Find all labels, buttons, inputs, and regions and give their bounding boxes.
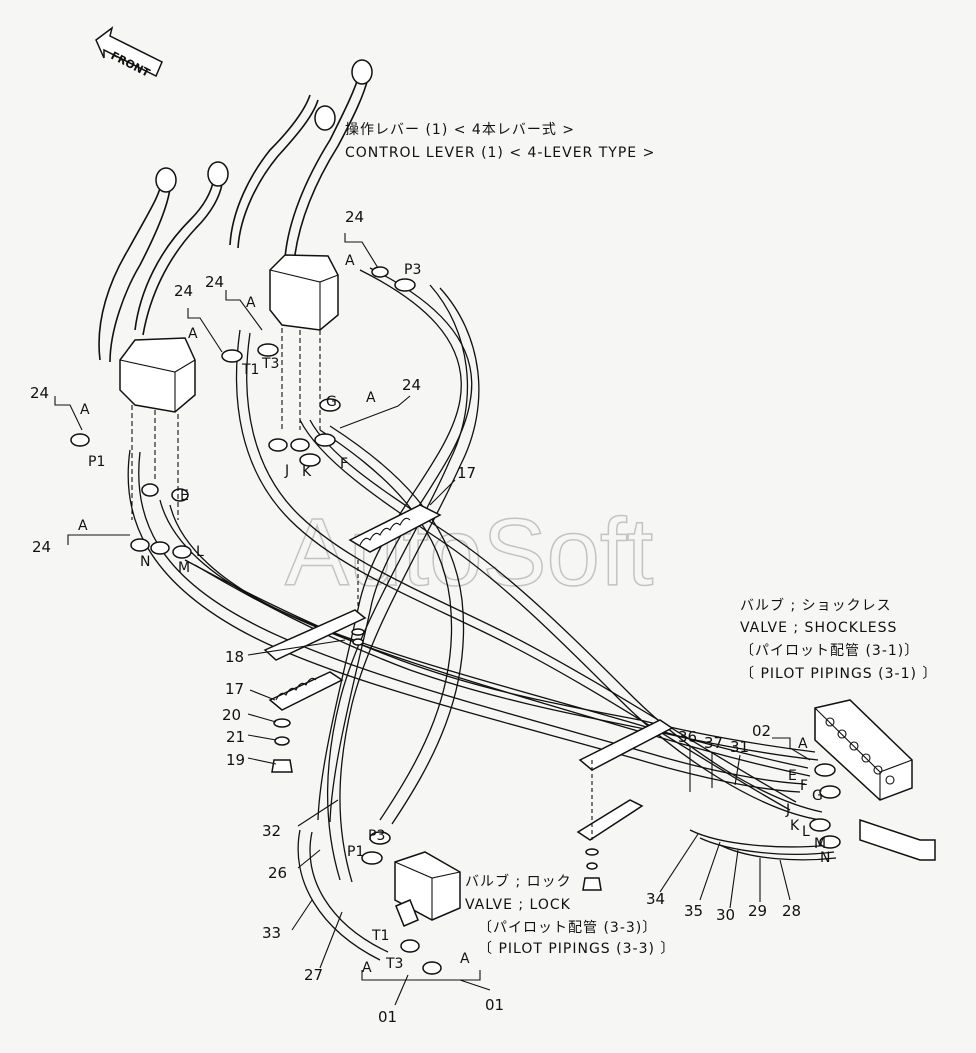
port-letter: N [820, 850, 830, 866]
port-letter: A [362, 960, 372, 976]
lock-caption-en: VALVE ; LOCK [465, 897, 571, 913]
lock-ref-en: 〔 PILOT PIPINGS (3-3) 〕 [478, 941, 675, 957]
bolt-stack-left [271, 718, 293, 773]
port-letter: M [814, 836, 826, 852]
part-number: 37 [704, 734, 723, 752]
part-number: 01 [485, 996, 504, 1014]
part-number: 24 [402, 376, 421, 394]
part-number: 33 [262, 924, 281, 942]
leader-lines [54, 233, 811, 1006]
part-number: 28 [782, 902, 801, 920]
part-number: 27 [304, 966, 323, 984]
port-letter: G [326, 394, 337, 410]
port-letter: A [78, 518, 88, 534]
port-letter: M [178, 560, 190, 576]
part-number: 21 [226, 728, 245, 746]
bolt-stack-center [582, 760, 602, 891]
shockless-valve [814, 699, 936, 861]
port-letter: L [196, 544, 204, 560]
port-letter: A [188, 326, 198, 342]
port-letter: A [366, 390, 376, 406]
clamp-18-plate [263, 609, 367, 661]
port-letter: F [340, 456, 348, 472]
part-number: 30 [716, 906, 735, 924]
control-lever-caption-en: CONTROL LEVER (1) < 4-LEVER TYPE > [345, 145, 655, 161]
shockless-caption-jp: バルブ ; ショックレス [740, 597, 892, 614]
port-letter: G [812, 788, 823, 804]
hose-bundle [127, 267, 837, 961]
part-number: 20 [222, 706, 241, 724]
shockless-ref-en: 〔 PILOT PIPINGS (3-1) 〕 [740, 666, 937, 682]
part-number: 24 [205, 273, 224, 291]
front-arrow-icon: FRONT [95, 26, 163, 80]
port-letter: T1 [371, 928, 389, 944]
port-letter: A [246, 295, 256, 311]
port-letter: P1 [347, 844, 364, 860]
control-lever-left [98, 161, 229, 413]
port-letter: N [140, 554, 150, 570]
clamp-center [576, 719, 674, 841]
part-number: 24 [32, 538, 51, 556]
fittings [70, 266, 841, 849]
part-number: 01 [378, 1008, 397, 1026]
part-number: 24 [174, 282, 193, 300]
part-number: 26 [268, 864, 287, 882]
lock-valve [361, 831, 461, 975]
port-letter: P3 [368, 828, 385, 844]
port-letter: K [302, 464, 312, 480]
port-letter: A [345, 253, 355, 269]
shockless-caption-en: VALVE ; SHOCKLESS [740, 620, 897, 636]
part-number: 24 [345, 208, 364, 226]
port-letter: A [80, 402, 90, 418]
part-number: 17 [457, 464, 476, 482]
port-letter: A [460, 951, 470, 967]
bolt-stack-upper [351, 560, 365, 646]
port-letter: J [785, 802, 790, 818]
port-letter: T3 [385, 956, 403, 972]
port-letter: F [800, 778, 808, 794]
lock-ref-jp: 〔パイロット配管 (3-3)〕 [478, 920, 657, 936]
part-number: 35 [684, 902, 703, 920]
part-number: 32 [262, 822, 281, 840]
clamp-17-lower [268, 671, 344, 711]
port-letter-labels: A A A A A A A P3 P1 T1 T3 G F J K E L M … [78, 253, 830, 976]
watermark: AutoSoft [285, 499, 653, 606]
part-number: 31 [730, 738, 749, 756]
port-letter: T3 [261, 356, 279, 372]
port-letter: E [788, 768, 797, 784]
control-lever-caption-jp: 操作レバー (1) < 4本レバー式 > [345, 122, 575, 138]
part-number: 34 [646, 890, 665, 908]
part-number: 29 [748, 902, 767, 920]
part-number: 24 [30, 384, 49, 402]
port-letter: K [790, 818, 800, 834]
port-letter: J [284, 463, 289, 479]
shockless-ref-jp: 〔パイロット配管 (3-1)〕 [740, 643, 919, 659]
control-lever-right [229, 59, 373, 331]
part-number: 36 [678, 728, 697, 746]
lock-caption-jp: バルブ ; ロック [465, 873, 572, 890]
port-letter: T1 [241, 362, 259, 378]
port-letter: P3 [404, 262, 421, 278]
clamp-17-upper [348, 504, 442, 553]
part-number: 02 [752, 722, 771, 740]
part-number: 17 [225, 680, 244, 698]
port-letter: L [802, 824, 810, 840]
port-letter: A [798, 736, 808, 752]
port-letter: P1 [88, 454, 105, 470]
port-letter: E [180, 488, 189, 504]
part-number: 18 [225, 648, 244, 666]
part-number: 19 [226, 751, 245, 769]
part-number-labels: 24 24 24 24 24 24 17 18 17 20 21 19 36 3… [30, 208, 801, 1026]
